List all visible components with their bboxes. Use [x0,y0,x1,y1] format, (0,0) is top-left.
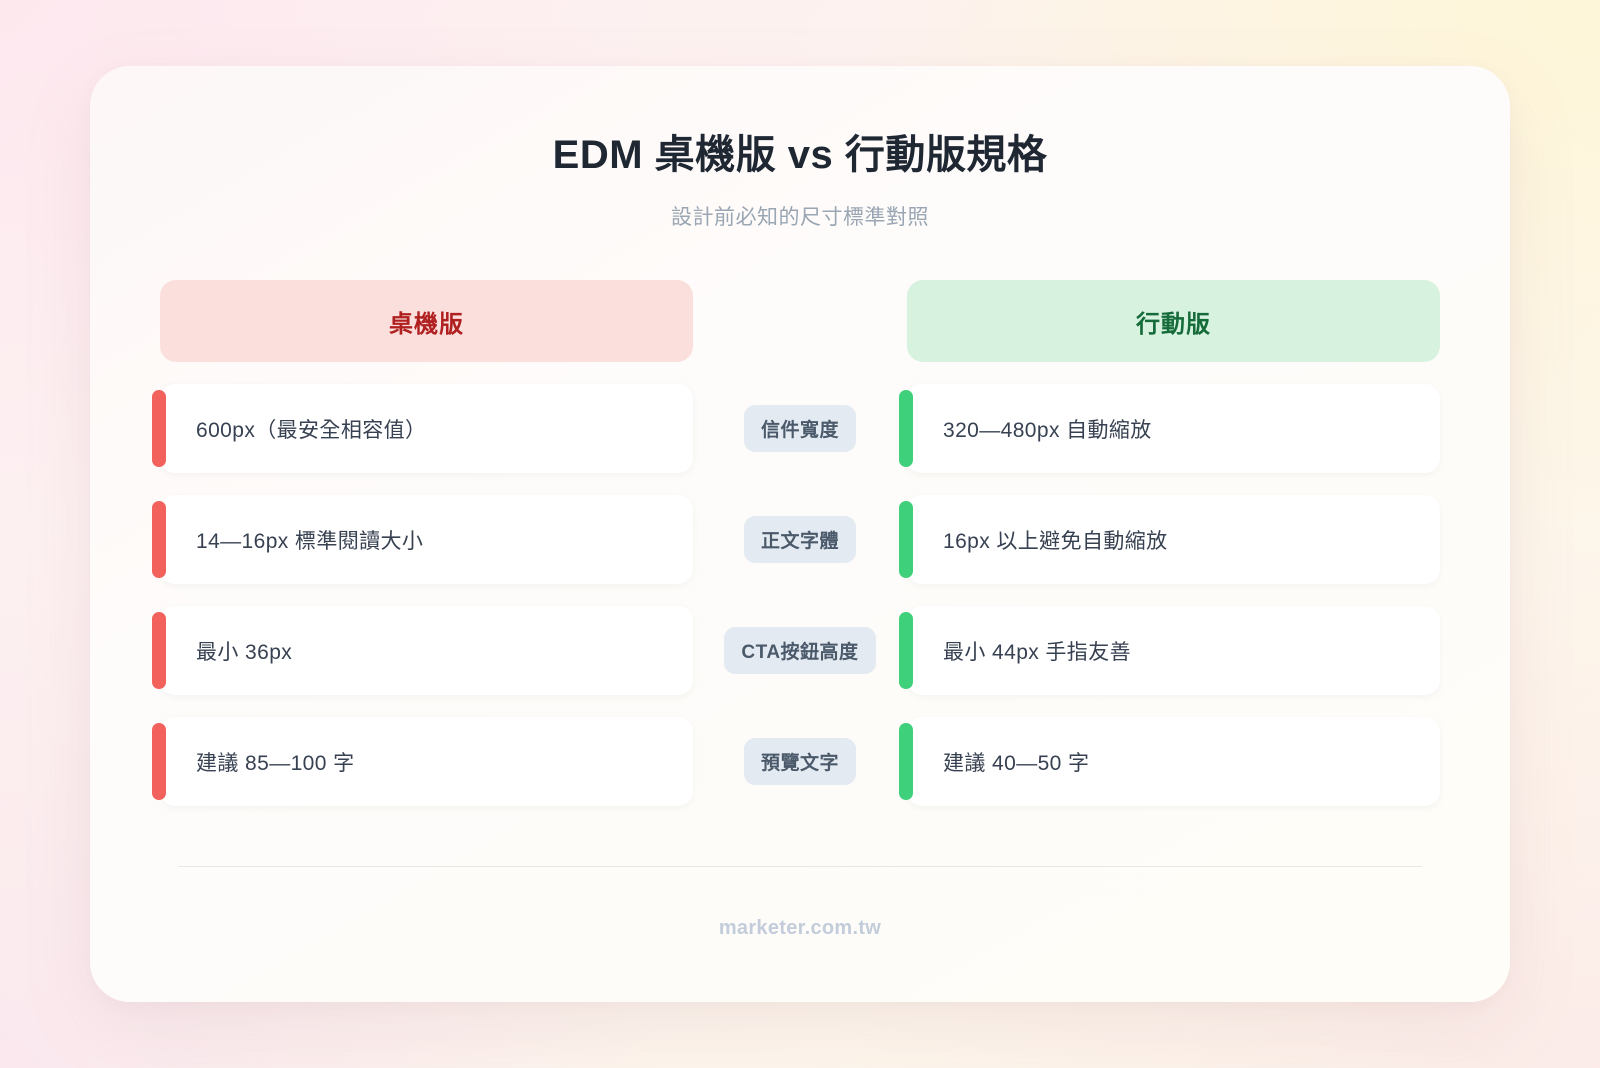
metric-cell-row-2: 正文字體 [693,495,907,584]
brand-watermark: marketer.com.tw [718,917,882,939]
mobile-value-row-2: 16px 以上避免自動縮放 [899,495,1440,584]
metric-label-row-4: 預覽文字 [743,738,856,785]
metric-cell-row-4: 預覽文字 [693,717,907,806]
metric-label-row-2: 正文字體 [743,516,856,563]
footer: marketer.com.tw [146,866,1454,1002]
column-header-desktop: 桌機版 [160,280,693,362]
infographic-card: EDM 桌機版 vs 行動版規格 設計前必知的尺寸標準對照 桌機版 行動版 60… [90,66,1510,1002]
mobile-value-row-1: 320—480px 自動縮放 [899,384,1440,473]
desktop-value-row-3: 最小 36px [152,606,693,695]
metric-label-row-1: 信件寬度 [743,405,856,452]
column-header-mobile: 行動版 [907,280,1440,362]
column-header-spacer [693,280,907,362]
page-subtitle: 設計前必知的尺寸標準對照 [671,206,929,229]
footer-divider [178,866,1422,867]
desktop-value-row-4: 建議 85—100 字 [152,717,693,806]
comparison-grid: 桌機版 行動版 600px（最安全相容值） 信件寬度 320—480px 自動縮… [146,280,1454,806]
page-title: EDM 桌機版 vs 行動版規格 [552,133,1048,177]
metric-cell-row-1: 信件寬度 [693,384,907,473]
desktop-value-row-2: 14—16px 標準閱讀大小 [152,495,693,584]
metric-label-row-3: CTA按鈕高度 [724,627,876,674]
metric-cell-row-3: CTA按鈕高度 [693,606,907,695]
mobile-value-row-4: 建議 40—50 字 [899,717,1440,806]
mobile-value-row-3: 最小 44px 手指友善 [899,606,1440,695]
desktop-value-row-1: 600px（最安全相容值） [152,384,693,473]
